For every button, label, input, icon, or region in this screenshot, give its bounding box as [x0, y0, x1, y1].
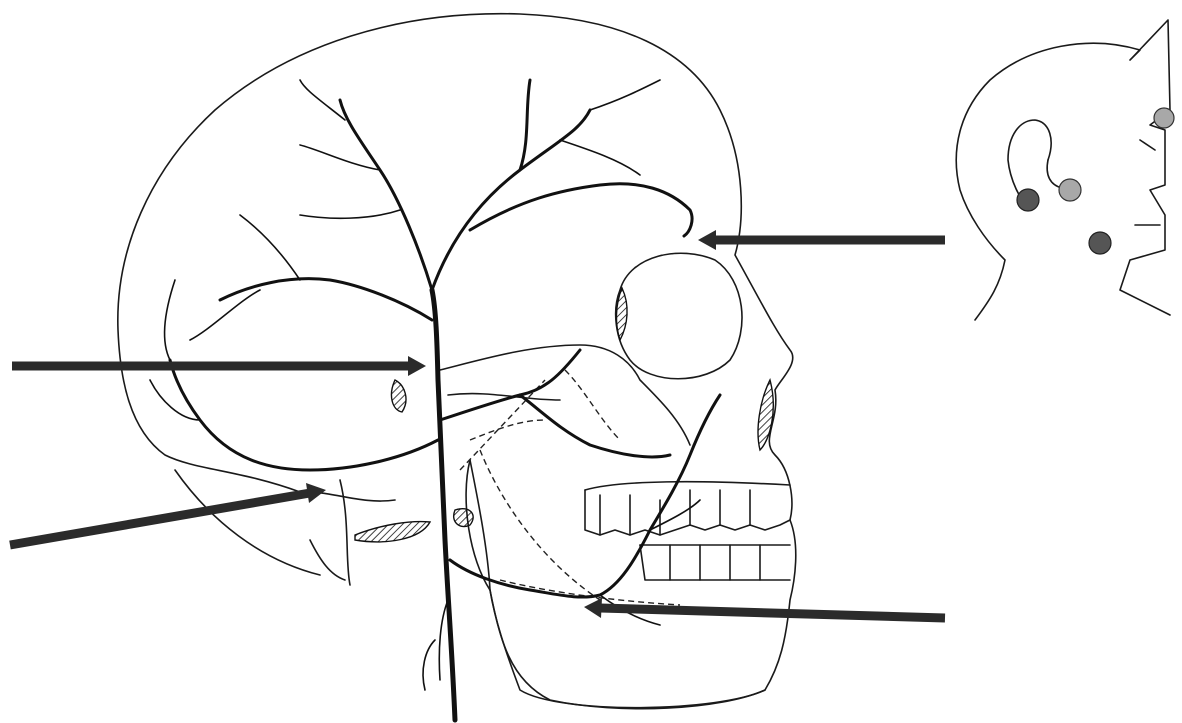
inset-pulse-point-temporal — [1059, 179, 1081, 201]
hatched-structures — [355, 288, 773, 542]
pointer-arrows — [10, 230, 945, 618]
pointer-occipital — [10, 483, 326, 545]
inset-pulse-point-facial — [1089, 232, 1111, 254]
pointer-facial — [584, 598, 945, 618]
inset-pulse-point-temporal-front — [1154, 108, 1174, 128]
arterial-tree — [150, 80, 720, 720]
inset-pulse-point-occipital — [1017, 189, 1039, 211]
skull-outline — [118, 14, 796, 709]
pointer-superficial-temporal — [12, 356, 426, 376]
dashed-vessels — [460, 370, 680, 605]
pointer-temporal-pulse — [698, 230, 945, 250]
teeth — [585, 482, 790, 580]
inset-head — [956, 20, 1174, 320]
